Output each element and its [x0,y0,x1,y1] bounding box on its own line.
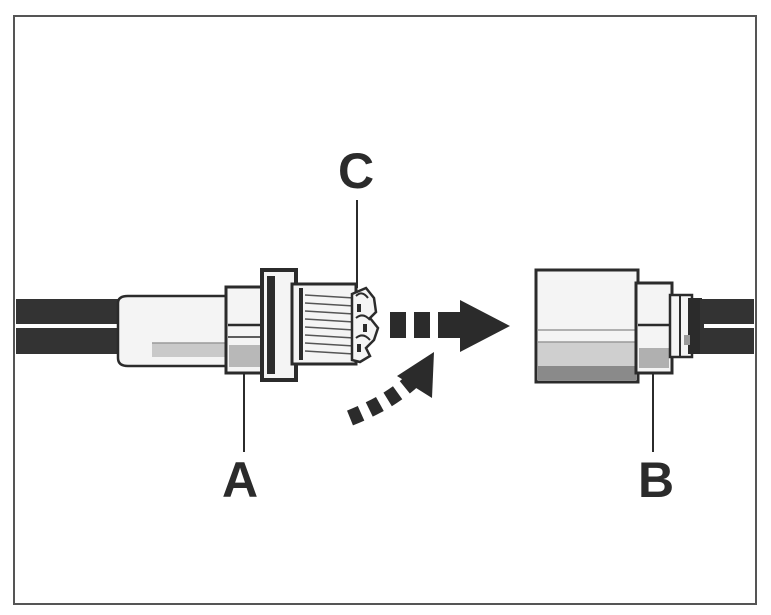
dashed-arrow-right-icon [390,300,510,352]
callout-label-c: C [338,143,375,199]
threaded-body [290,282,358,366]
left-plug-assembly [16,200,380,452]
curved-dashed-arrow-icon [347,352,434,426]
callout-label-b: B [638,452,675,508]
right-cable [700,299,754,354]
hex-nut [224,285,268,375]
right-socket-assembly [534,268,754,452]
left-cable [16,299,124,354]
left-boot-shade [152,343,228,357]
sensor-tip [350,286,380,364]
callout-label-a: A [222,452,259,508]
socket-neck [668,293,702,359]
